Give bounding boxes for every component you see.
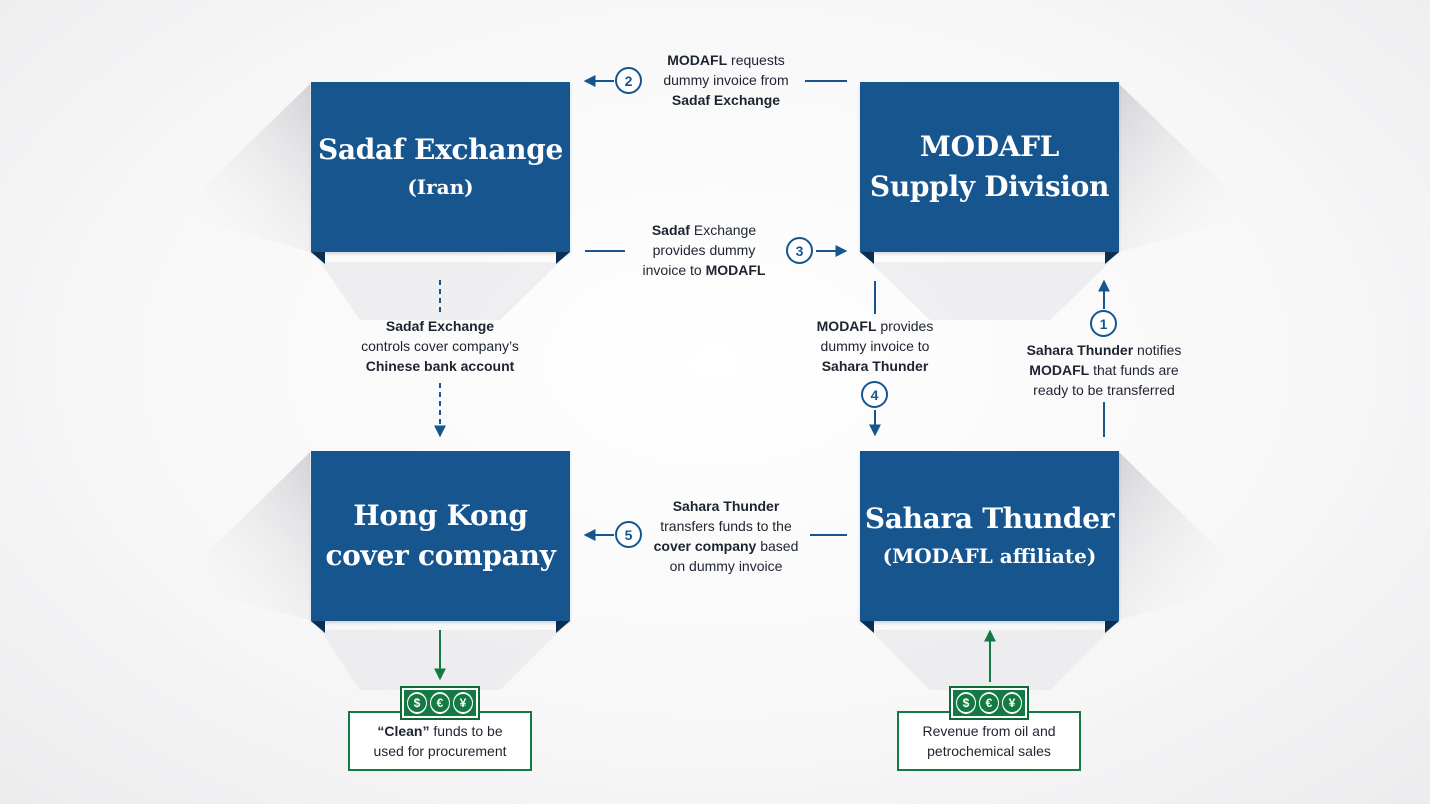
money-icon-clean: $ € ¥ [400, 686, 480, 720]
step-5-badge: 5 [615, 521, 642, 548]
node-subtitle: cover company [325, 539, 556, 572]
dollar-icon: $ [407, 692, 427, 714]
ribbon-tab [311, 252, 325, 264]
node-title: Sadaf Exchange [317, 133, 563, 166]
shadow-sahara [1119, 452, 1255, 620]
shadow-modafl-bottom [870, 262, 1110, 320]
node-sahara-thunder: Sahara Thunder (MODAFL affiliate) [860, 451, 1119, 633]
node-subtitle: (Iran) [407, 175, 474, 199]
node-modafl-supply: MODAFL Supply Division [860, 82, 1119, 264]
step-3-badge: 3 [786, 237, 813, 264]
revenue-box: Revenue from oil and petrochemical sales [897, 711, 1081, 771]
node-title: Sahara Thunder [864, 502, 1115, 535]
ribbon-tab [860, 252, 874, 264]
ribbon-tab [1105, 252, 1119, 264]
step-4-label: MODAFL provides dummy invoice to Sahara … [816, 318, 934, 374]
money-icon-revenue: $ € ¥ [949, 686, 1029, 720]
ribbon-tab [556, 621, 570, 633]
node-hong-kong: Hong Kong cover company [311, 451, 570, 633]
node-sadaf-exchange: Sadaf Exchange (Iran) [311, 82, 570, 264]
shadow-modafl [1119, 84, 1255, 252]
shadow-hongkong [175, 452, 310, 620]
ribbon-tab [1105, 621, 1119, 633]
yen-icon: ¥ [453, 692, 473, 714]
shadow-sahara-bottom [870, 630, 1110, 690]
shadow-sadaf-bottom [320, 262, 560, 320]
step-2-badge: 2 [615, 67, 642, 94]
step-1-badge: 1 [1090, 310, 1117, 337]
step-4-badge: 4 [861, 381, 888, 408]
node-subtitle: (MODAFL affiliate) [882, 544, 1097, 568]
step-3-label: Sadaf Exchange provides dummy invoice to… [642, 222, 766, 278]
shadow-hongkong-bottom [320, 630, 560, 690]
node-title: MODAFL [919, 130, 1060, 163]
ribbon-tab [556, 252, 570, 264]
node-title: Hong Kong [353, 499, 528, 532]
euro-icon: € [979, 692, 999, 714]
step-2-label: MODAFL requests dummy invoice from Sadaf… [663, 52, 789, 108]
euro-icon: € [430, 692, 450, 714]
yen-icon: ¥ [1002, 692, 1022, 714]
ribbon-tab [311, 621, 325, 633]
step-1-label: Sahara Thunder notifies MODAFL that fund… [1026, 342, 1182, 398]
node-subtitle: Supply Division [869, 170, 1110, 203]
shadow-sadaf [175, 84, 310, 252]
ribbon-tab [860, 621, 874, 633]
step-5-label: Sahara Thunder transfers funds to the co… [653, 498, 799, 574]
dollar-icon: $ [956, 692, 976, 714]
control-label: Sadaf Exchange controls cover company’s … [361, 318, 519, 374]
clean-funds-box: “Clean” funds to be used for procurement [348, 711, 532, 771]
